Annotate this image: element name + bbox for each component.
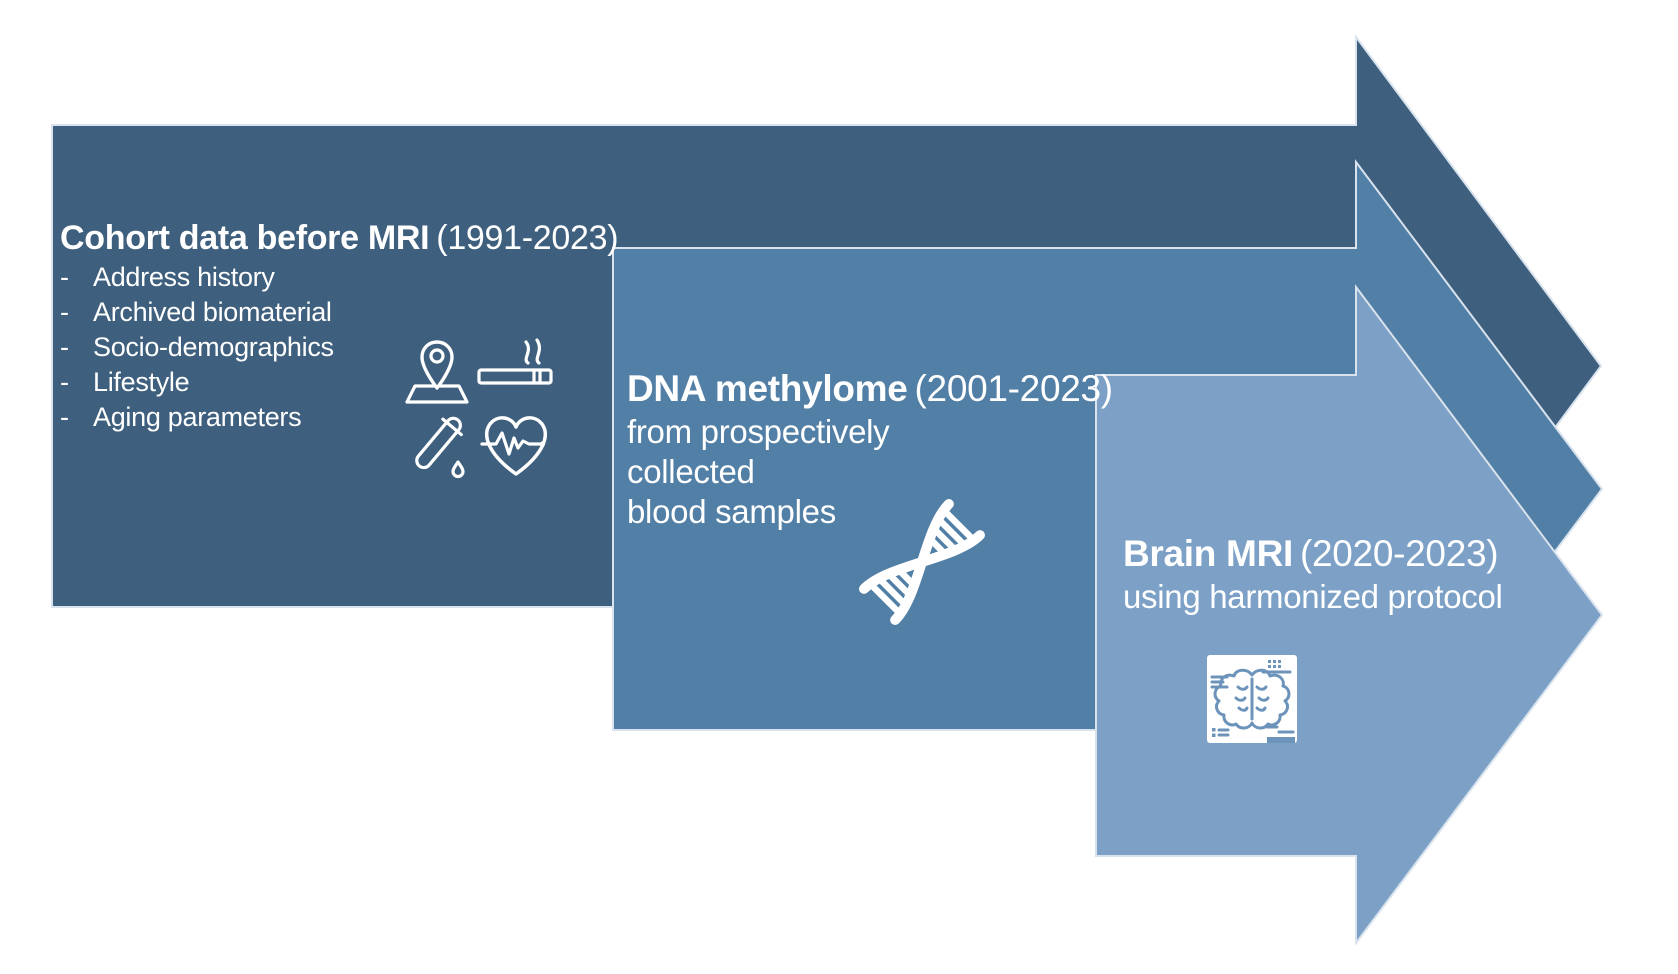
- bullet-label: Socio-demographics: [93, 332, 334, 362]
- list-item: -Address history: [60, 260, 618, 295]
- dna-panel: DNA methylome(2001-2023) from prospectiv…: [627, 366, 1113, 532]
- dna-period: (2001-2023): [914, 368, 1114, 409]
- mri-panel: Brain MRI(2020-2023) using harmonized pr…: [1123, 531, 1503, 617]
- cohort-period: (1991-2023): [436, 219, 619, 257]
- bullet-dash: -: [60, 402, 69, 432]
- list-item: -Archived biomaterial: [60, 295, 618, 330]
- mri-title-bold: Brain MRI: [1123, 533, 1293, 574]
- bullet-label: Archived biomaterial: [93, 297, 332, 327]
- cigarette-icon: [477, 338, 553, 385]
- list-item: -Aging parameters: [60, 400, 618, 435]
- list-item: -Lifestyle: [60, 365, 618, 400]
- cohort-bullet-list: -Address history -Archived biomaterial -…: [60, 260, 618, 435]
- bullet-dash: -: [60, 297, 69, 327]
- list-item: -Socio-demographics: [60, 330, 618, 365]
- dna-title-bold: DNA methylome: [627, 368, 908, 409]
- cohort-panel: Cohort data before MRI(1991-2023) -Addre…: [60, 217, 619, 435]
- cohort-title: Cohort data before MRI(1991-2023): [60, 217, 619, 259]
- bullet-label: Lifestyle: [93, 367, 190, 397]
- brain-mri-icon: [1207, 655, 1297, 743]
- mri-period: (2020-2023): [1299, 533, 1499, 574]
- location-pin-icon: [405, 340, 469, 404]
- dna-line: blood samples: [627, 493, 836, 530]
- bullet-dash: -: [60, 262, 69, 292]
- dna-helix-icon: [859, 499, 985, 625]
- bullet-dash: -: [60, 332, 69, 362]
- cohort-title-bold: Cohort data before MRI: [60, 219, 430, 257]
- bullet-label: Aging parameters: [93, 402, 302, 432]
- heart-ecg-icon: [480, 416, 547, 476]
- bullet-dash: -: [60, 367, 69, 397]
- dna-line: from prospectively: [627, 413, 890, 450]
- dna-title: DNA methylome(2001-2023): [627, 366, 1113, 412]
- mri-arrow-shape: [1095, 284, 1604, 946]
- dna-line: collected: [627, 453, 755, 490]
- bullet-label: Address history: [93, 262, 275, 292]
- test-tube-icon: [415, 416, 465, 479]
- mri-title: Brain MRI(2020-2023): [1123, 531, 1503, 577]
- mri-line: using harmonized protocol: [1123, 578, 1503, 615]
